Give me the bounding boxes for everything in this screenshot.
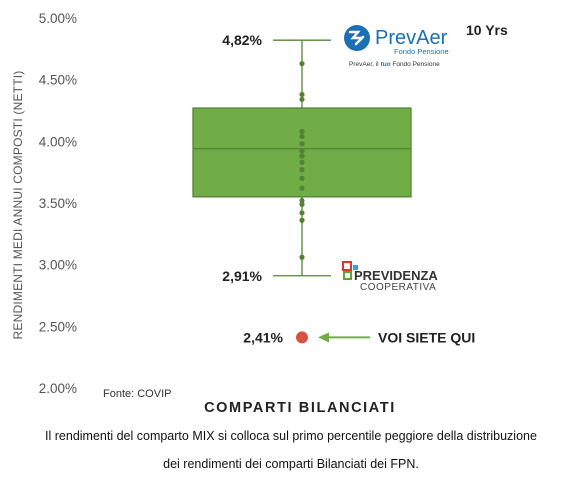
source-note: Fonte: COVIP: [103, 388, 171, 400]
highlight-point: [296, 331, 308, 344]
data-point: [299, 148, 305, 154]
y-tick-label: 4.00%: [39, 134, 77, 149]
data-point: [299, 217, 305, 223]
caption-line-1: Il rendimenti del comparto MIX si colloc…: [45, 429, 537, 443]
data-point: [299, 254, 305, 260]
prevaer-tagline: PrevAer, il tuo Fondo Pensione: [349, 61, 440, 68]
data-point: [299, 197, 305, 204]
data-point: [299, 133, 305, 139]
y-axis: 2.00% 2.50% 3.00% 3.50% 4.00% 4.50% 5.00%: [39, 11, 77, 396]
data-point: [299, 141, 305, 147]
max-value-label: 4,82%: [222, 32, 262, 48]
previdenza-cooperativa-logo: PREVIDENZA COOPERATIVA: [342, 261, 438, 293]
y-tick-label: 5.00%: [39, 11, 77, 26]
data-point: [299, 96, 305, 102]
data-point: [299, 91, 305, 98]
data-point: [299, 210, 305, 216]
data-point: [299, 153, 305, 159]
y-tick-label: 2.50%: [39, 319, 77, 334]
data-point: [299, 61, 305, 67]
previdenza-logo-line1: PREVIDENZA: [354, 268, 438, 283]
data-point: [299, 185, 305, 191]
x-axis-title: COMPARTI BILANCIATI: [204, 400, 396, 416]
data-point: [299, 201, 305, 207]
data-point: [299, 175, 305, 181]
y-tick-label: 4.50%: [39, 73, 77, 88]
highlight-marker: 2,41% VOI SIETE QUI: [243, 329, 475, 345]
prevaer-logo-sub: Fondo Pensione: [394, 47, 449, 56]
data-point: [299, 167, 305, 173]
data-point: [299, 159, 305, 165]
data-points: [299, 61, 305, 260]
highlight-text: VOI SIETE QUI: [378, 329, 475, 345]
highlight-value-label: 2,41%: [243, 329, 283, 345]
previdenza-logo-line2: COOPERATIVA: [360, 282, 436, 293]
min-value-label: 2,91%: [222, 268, 262, 284]
y-axis-title: RENDIMENTI MEDI ANNUI COMPOSTI (NETTI): [11, 71, 25, 340]
caption-line-2: dei rendimenti dei comparti Bilanciati d…: [163, 457, 419, 471]
y-tick-label: 3.00%: [39, 258, 77, 273]
data-point: [299, 128, 305, 135]
y-tick-label: 3.50%: [39, 196, 77, 211]
highlight-arrow-head: [318, 332, 329, 343]
period-label: 10 Yrs: [466, 22, 508, 38]
prevaer-logo-name: PrevAer: [375, 27, 448, 49]
y-tick-label: 2.00%: [39, 381, 77, 396]
prevaer-logo: PrevAer Fondo Pensione PrevAer, il tuo F…: [344, 25, 449, 68]
